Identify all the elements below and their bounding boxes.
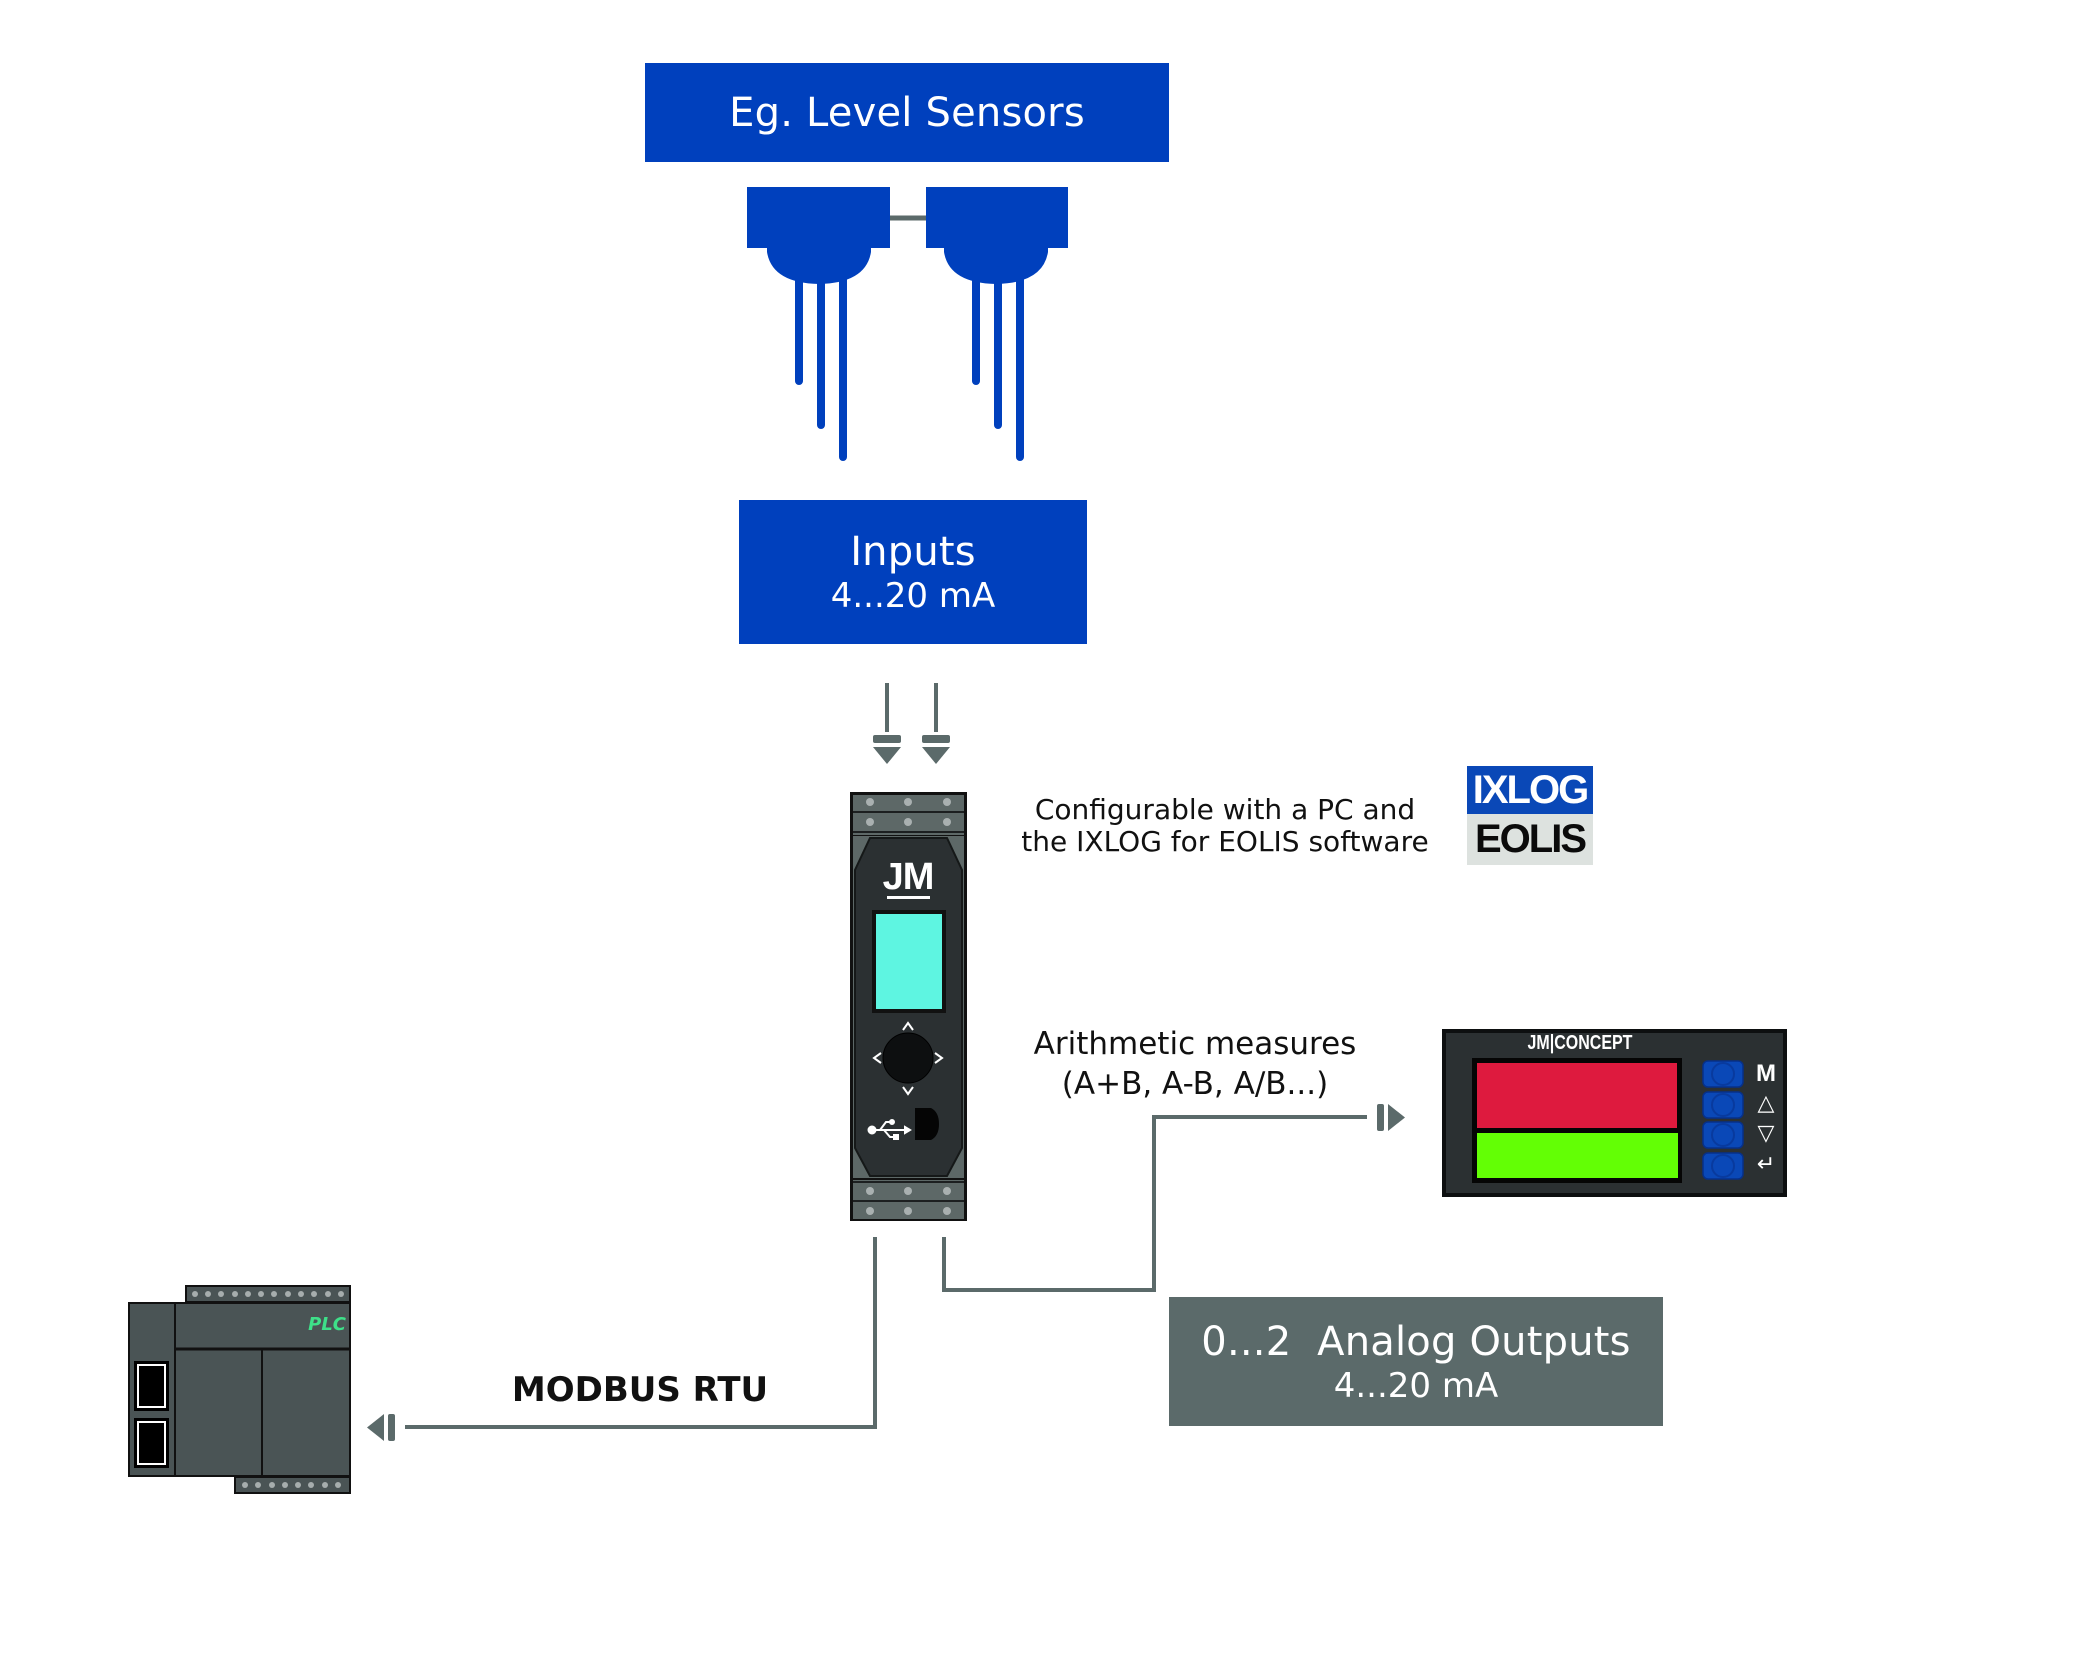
nav-right-icon [934, 1052, 944, 1064]
inputs-box: Inputs 4...20 mA [739, 500, 1087, 644]
arrow-left-icon [367, 1414, 384, 1441]
mode-icon: M [1756, 1060, 1776, 1087]
sensor-head [747, 187, 890, 248]
arithmetic-note-line1: Arithmetic measures [1033, 1026, 1357, 1062]
ixlog-logo: IXLOG [1467, 766, 1593, 814]
level-sensors-box: Eg. Level Sensors [645, 63, 1169, 162]
analog-outputs-box: 0...2 Analog Outputs 4...20 mA [1169, 1297, 1663, 1426]
arithmetic-note: Arithmetic measures (A+B, A-B, A/B...) [1010, 1024, 1380, 1104]
enter-icon: ↵ [1756, 1152, 1776, 1177]
analog-outputs-title: 0...2 Analog Outputs [1201, 1318, 1631, 1365]
up-triangle-icon: △ [1757, 1091, 1775, 1116]
device-brand-underline [887, 896, 930, 899]
inputs-range: 4...20 mA [830, 576, 996, 616]
din-rail-module [850, 792, 967, 1221]
arithmetic-note-line2: (A+B, A-B, A/B...) [1061, 1066, 1329, 1102]
configuration-note: Configurable with a PC and the IXLOG for… [1010, 794, 1440, 858]
level-sensor-right [926, 187, 1068, 461]
configuration-note-line1: Configurable with a PC and [1034, 793, 1416, 826]
input-arrow-a [873, 683, 901, 764]
panel-meter-brand: JM|CONCEPT [1527, 1032, 1633, 1054]
modbus-rtu-label: MODBUS RTU [511, 1370, 769, 1410]
nav-up-icon [902, 1021, 914, 1031]
inputs-title: Inputs [850, 529, 976, 575]
analog-output-connection [942, 1104, 1405, 1292]
down-triangle-icon: ▽ [1757, 1121, 1775, 1146]
panel-meter [1442, 1029, 1787, 1197]
modbus-connection [367, 1237, 877, 1441]
plc-label: PLC [308, 1314, 346, 1335]
plc-unit [128, 1285, 351, 1494]
module-screen [876, 914, 942, 1009]
meter-display-bottom [1477, 1133, 1678, 1178]
level-sensor-left [747, 187, 926, 461]
sensor-head [926, 187, 1068, 248]
plc-bottom-terminals [242, 1482, 341, 1488]
nav-down-icon [902, 1086, 914, 1096]
nav-left-icon [872, 1052, 882, 1064]
analog-outputs-range: 4...20 mA [1333, 1365, 1499, 1406]
meter-display-top [1477, 1063, 1677, 1128]
usb-port [915, 1108, 939, 1140]
input-arrow-b [922, 683, 950, 764]
plc-top-terminals [192, 1291, 344, 1297]
level-sensors-title: Eg. Level Sensors [729, 89, 1085, 136]
configuration-note-line2: the IXLOG for EOLIS software [1021, 825, 1429, 858]
device-brand-logo: JM [882, 856, 935, 898]
arrow-right-icon [1388, 1104, 1405, 1131]
usb-icon [867, 1119, 912, 1140]
eolis-logo: EOLIS [1467, 814, 1593, 865]
navigation-knob [882, 1032, 934, 1084]
